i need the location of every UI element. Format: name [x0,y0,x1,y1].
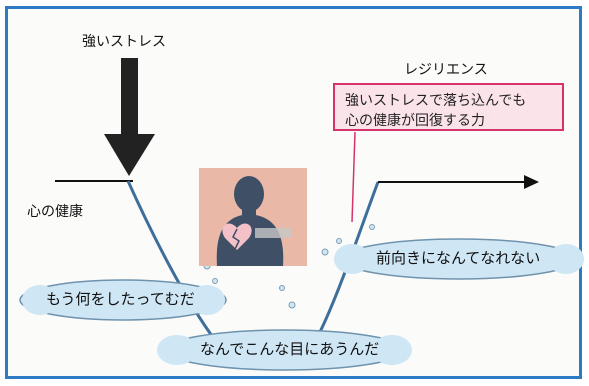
callout-line-2: 心の健康が回復する力 [345,113,485,129]
cloud-right [334,238,584,280]
resilience-definition-callout: 強いストレスで落ち込んでも 心の健康が回復する力 [333,83,564,131]
bubble [279,285,285,291]
cloud-left [19,279,227,321]
resilience-label: レジリエンス [404,62,488,78]
bubble [321,248,329,256]
cloud-right-text: 前向きになんてなれない [376,249,541,267]
cloud-left-text: もう何をしたってむだ [46,290,195,308]
right-arrow-icon [524,175,539,189]
callout-line-1: 強いストレスで落ち込んでも [345,93,527,109]
callout-leader-line [351,131,356,223]
person-broken-heart-icon [199,168,307,266]
cloud-bottom-text: なんでこんな目にあうんだ [200,340,380,358]
stress-label: 強いストレス [82,34,166,50]
down-arrow-shaft [121,58,138,136]
health-label: 心の健康 [27,204,83,220]
bubble [212,278,218,284]
bubble [288,301,296,309]
bubble [336,238,342,244]
cloud-bottom [157,329,412,371]
down-arrow-icon [104,134,155,176]
bubble [369,224,375,230]
